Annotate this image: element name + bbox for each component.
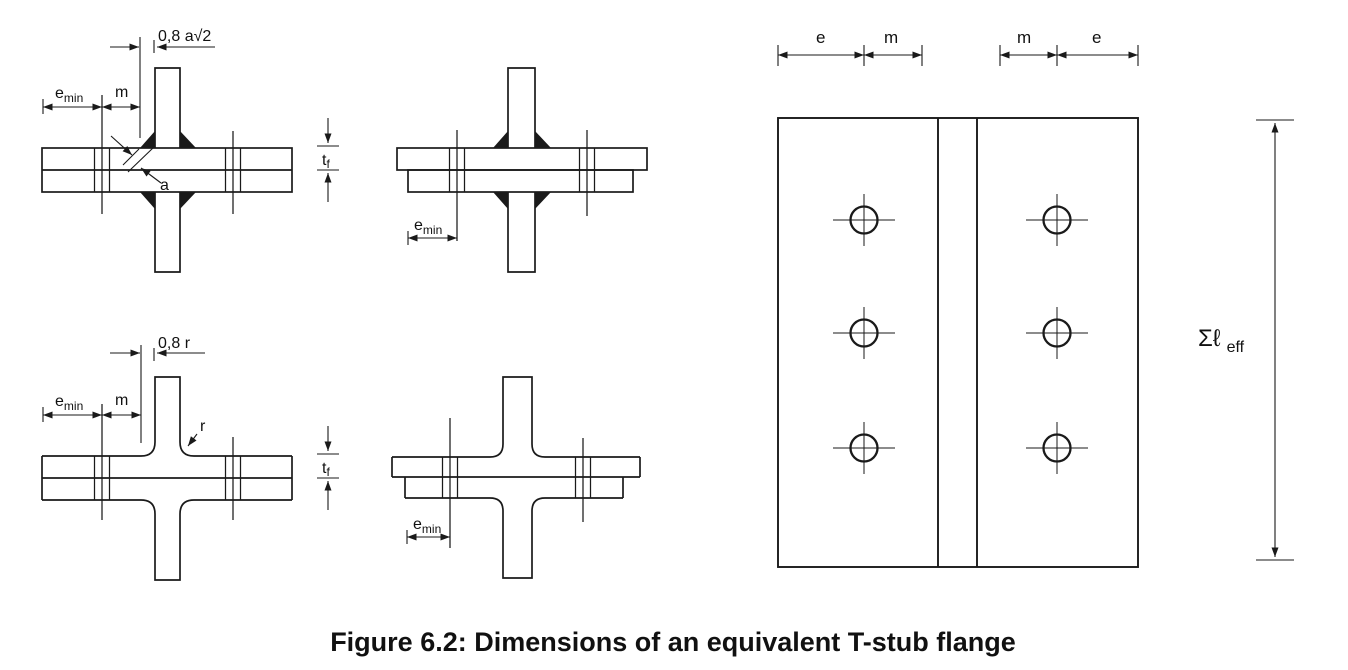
rolled-tstub-section: 0,8 r emin m r tf [41, 335, 339, 581]
flange-plate [777, 117, 1139, 568]
figure-caption: Figure 6.2: Dimensions of an equivalent … [330, 627, 1016, 657]
m-dimension: m [102, 392, 141, 419]
emin-label: emin [55, 393, 83, 413]
lower-web [489, 497, 546, 579]
tf-label: tf [322, 460, 330, 479]
left-bolt [448, 130, 466, 241]
lower-web [140, 499, 195, 581]
bolt-hole [833, 307, 895, 359]
bottom-plate [404, 477, 624, 499]
m-dimension: m [102, 84, 140, 111]
right-bolt [224, 437, 242, 520]
upper-web [489, 376, 546, 458]
emin-dimension: emin [42, 85, 102, 114]
weld-triangles [493, 131, 551, 209]
top-plate [396, 147, 648, 171]
top-plate [391, 456, 641, 478]
emin-dimension: emin [407, 217, 457, 245]
weld-throat-annotation: a [110, 135, 169, 194]
right-bolt [574, 438, 592, 522]
right-bolt [224, 131, 242, 214]
bottom-plate [407, 169, 634, 193]
bolt-hole [833, 194, 895, 246]
fillet-radius-annotation: r [187, 418, 206, 447]
fillet-radius-label: r [200, 418, 206, 435]
m-right-label: m [1017, 28, 1031, 47]
e-right-label: e [1092, 28, 1101, 47]
emin-dimension: emin [406, 516, 450, 544]
lower-web [154, 192, 181, 273]
left-bolt [441, 418, 459, 548]
left-bolt [93, 404, 111, 520]
tf-label: tf [322, 152, 330, 171]
emin-label: emin [414, 217, 442, 237]
bolt-hole [833, 422, 895, 474]
m-label: m [115, 84, 128, 101]
emin-label: emin [413, 516, 441, 536]
emin-dimension: emin [42, 393, 102, 422]
left-bolt [93, 95, 111, 214]
top-dimension-chain: e m m e [777, 28, 1139, 66]
lower-web [507, 192, 536, 273]
upper-web [507, 67, 536, 148]
weld-throat-label: a [160, 177, 169, 194]
weld-offset-label: 0,8 a√2 [158, 28, 211, 45]
fillet-offset-label: 0,8 r [158, 335, 191, 352]
rolled-tstub-section-offset: emin [391, 376, 641, 579]
flange-band [41, 455, 293, 501]
fillet-offset-dimension: 0,8 r [110, 335, 205, 443]
welded-tstub-section-offset: emin [396, 67, 648, 273]
weld-offset-dimension: 0,8 a√2 [110, 28, 215, 138]
weld-triangles [140, 131, 196, 209]
emin-label: emin [55, 85, 83, 105]
bolt-hole [1026, 422, 1088, 474]
e-left-label: e [816, 28, 825, 47]
m-label: m [115, 392, 128, 409]
upper-web [154, 67, 181, 148]
tf-dimension: tf [317, 426, 339, 510]
right-bolt [578, 130, 596, 216]
bolt-hole [1026, 307, 1088, 359]
m-left-label: m [884, 28, 898, 47]
bolt-hole [1026, 194, 1088, 246]
welded-tstub-section: 0,8 a√2 emin m a tf [41, 28, 339, 273]
tf-dimension: tf [317, 118, 339, 202]
bolt-holes [833, 194, 1088, 474]
upper-web [140, 376, 195, 457]
